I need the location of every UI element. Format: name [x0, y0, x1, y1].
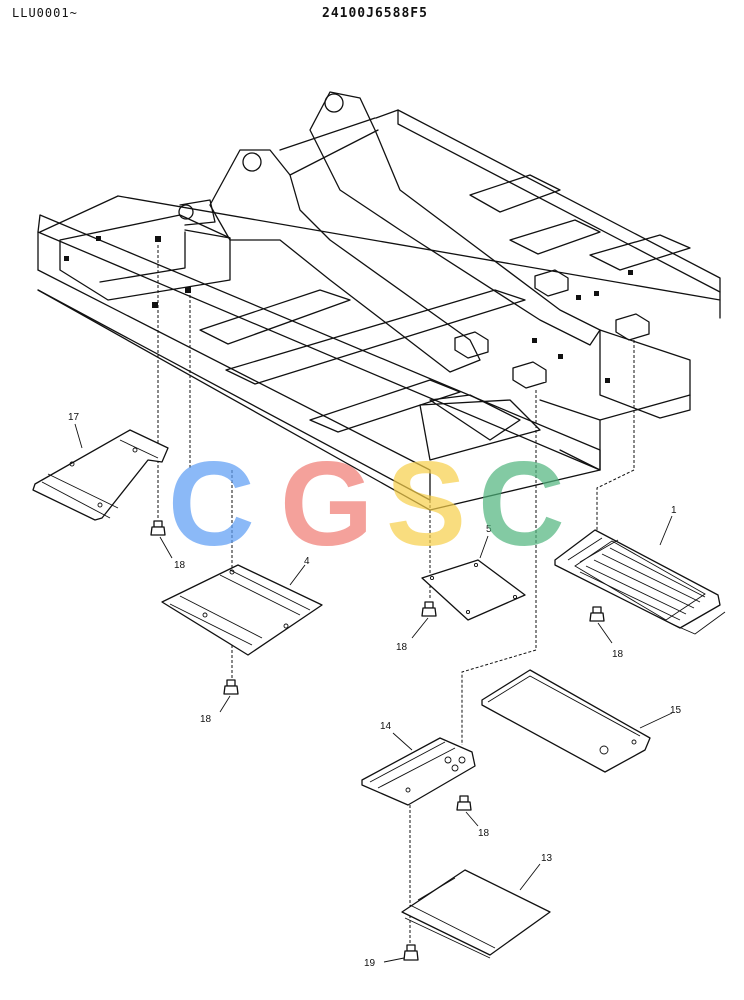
callout-18-e: 18 [478, 828, 490, 839]
watermark-letter-g: G [280, 437, 373, 571]
cover-plate-17 [32, 429, 169, 521]
leader-18-b [219, 695, 231, 713]
leader-15 [639, 712, 673, 729]
callout-15: 15 [670, 705, 682, 716]
bolt-19 [403, 944, 419, 961]
leader-18-e [465, 811, 479, 827]
leader-13 [519, 863, 541, 891]
callout-17: 17 [68, 412, 80, 423]
leader-4 [289, 564, 306, 586]
cover-plate-15 [481, 669, 651, 773]
grille-plate-1 [554, 529, 726, 635]
watermark-letter-s: S [386, 437, 466, 571]
leader-19 [383, 957, 405, 963]
bolt-18-b [223, 679, 239, 695]
leader-18-d [597, 622, 613, 644]
leader-18-a [159, 536, 173, 559]
cover-plate-4 [161, 564, 323, 656]
cover-plate-5 [421, 559, 526, 621]
callout-18-d: 18 [612, 649, 624, 660]
watermark-cgsc: C G S C [168, 437, 565, 571]
bracket-plate-14 [361, 737, 476, 806]
drawing-code-left: LLU0001~ [12, 6, 78, 20]
callout-14: 14 [380, 721, 392, 732]
leader-14 [392, 732, 413, 751]
bolt-18-c [421, 601, 437, 617]
watermark-letter-c1: C [168, 437, 255, 571]
callout-5: 5 [486, 524, 492, 535]
bolt-18-e [456, 795, 472, 811]
drawing-part-number: 24100J6588F5 [322, 6, 428, 21]
leader-18-c [411, 617, 429, 639]
callout-4: 4 [304, 556, 310, 567]
callout-19: 19 [364, 958, 376, 969]
callout-1: 1 [671, 505, 677, 516]
leader-17 [74, 423, 83, 449]
callout-18-b: 18 [200, 714, 212, 725]
bolt-18-a [150, 520, 166, 536]
callout-18-a: 18 [174, 560, 186, 571]
leader-5 [479, 535, 489, 559]
callout-13: 13 [541, 853, 553, 864]
main-frame [37, 91, 721, 511]
bolt-18-d [589, 606, 605, 622]
watermark-letter-c2: C [478, 437, 565, 571]
cover-plate-13 [401, 869, 551, 959]
leader-1 [659, 515, 673, 546]
callout-18-c: 18 [396, 642, 408, 653]
